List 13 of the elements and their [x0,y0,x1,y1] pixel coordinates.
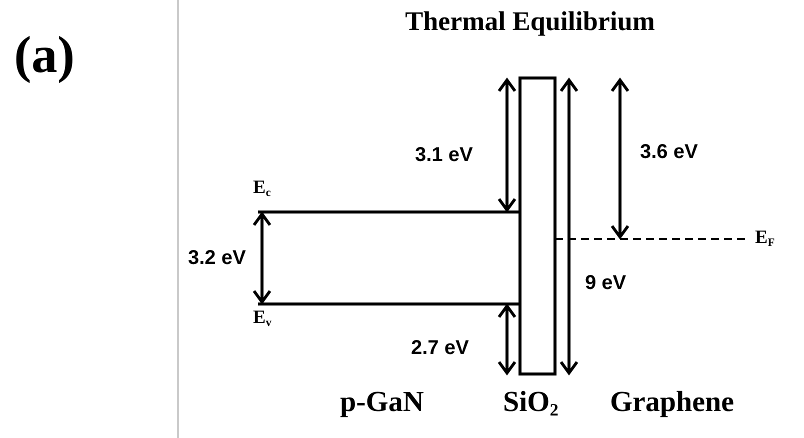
diagram-title: Thermal Equilibrium [404,6,656,37]
material-label: SiO$_{2}$ [503,388,558,419]
band-label: E$_{v}$ [253,308,272,330]
level-label: E$_{F}$ [755,228,775,250]
band-label: E$_{c}$ [253,178,271,200]
energy-value: 2.7 eV [411,338,469,358]
panel-letter: (a) [14,30,75,82]
energy-value: 9 eV [585,273,626,293]
material-label: Graphene [610,388,734,417]
material-label: p-GaN [340,388,424,417]
energy-value: 3.6 eV [640,142,698,162]
energy-value: 3.1 eV [415,145,473,165]
energy-value: 3.2 eV [188,248,246,268]
